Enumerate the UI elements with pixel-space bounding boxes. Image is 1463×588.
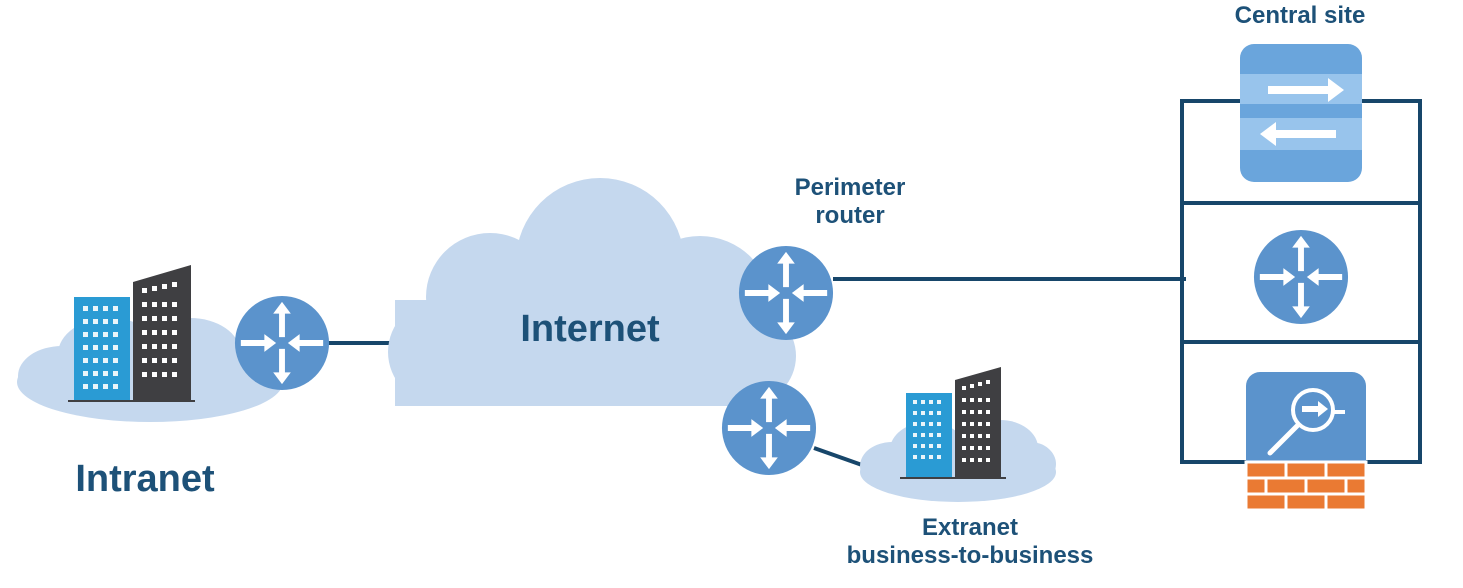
- internet-label: Internet: [520, 308, 660, 350]
- links: [328, 277, 1186, 467]
- central-site-label: Central site: [1234, 2, 1366, 29]
- perimeter-router-label-line1: Perimeter: [794, 174, 906, 201]
- extranet-label-line1: Extranet: [921, 514, 1019, 541]
- extranet-building-icon: [900, 367, 1006, 479]
- extranet-label: Extranet business-to-business: [810, 514, 1130, 569]
- extranet-router-icon[interactable]: [721, 380, 817, 476]
- perimeter-router-label: Perimeter router: [750, 174, 950, 229]
- internet-cloud-icon: [388, 178, 796, 406]
- intranet-label: Intranet: [75, 458, 215, 500]
- intranet-router-icon[interactable]: [234, 295, 330, 391]
- extranet-label-line2: business-to-business: [846, 541, 1094, 569]
- central-switch-icon[interactable]: [1240, 44, 1362, 182]
- central-router-icon[interactable]: [1253, 229, 1349, 325]
- central-firewall-icon[interactable]: [1244, 372, 1368, 512]
- perimeter-router-label-line2: router: [815, 201, 885, 229]
- intranet-building-icon: [68, 265, 195, 402]
- perimeter-router-icon[interactable]: [738, 245, 834, 341]
- link-router-extranet: [813, 446, 863, 467]
